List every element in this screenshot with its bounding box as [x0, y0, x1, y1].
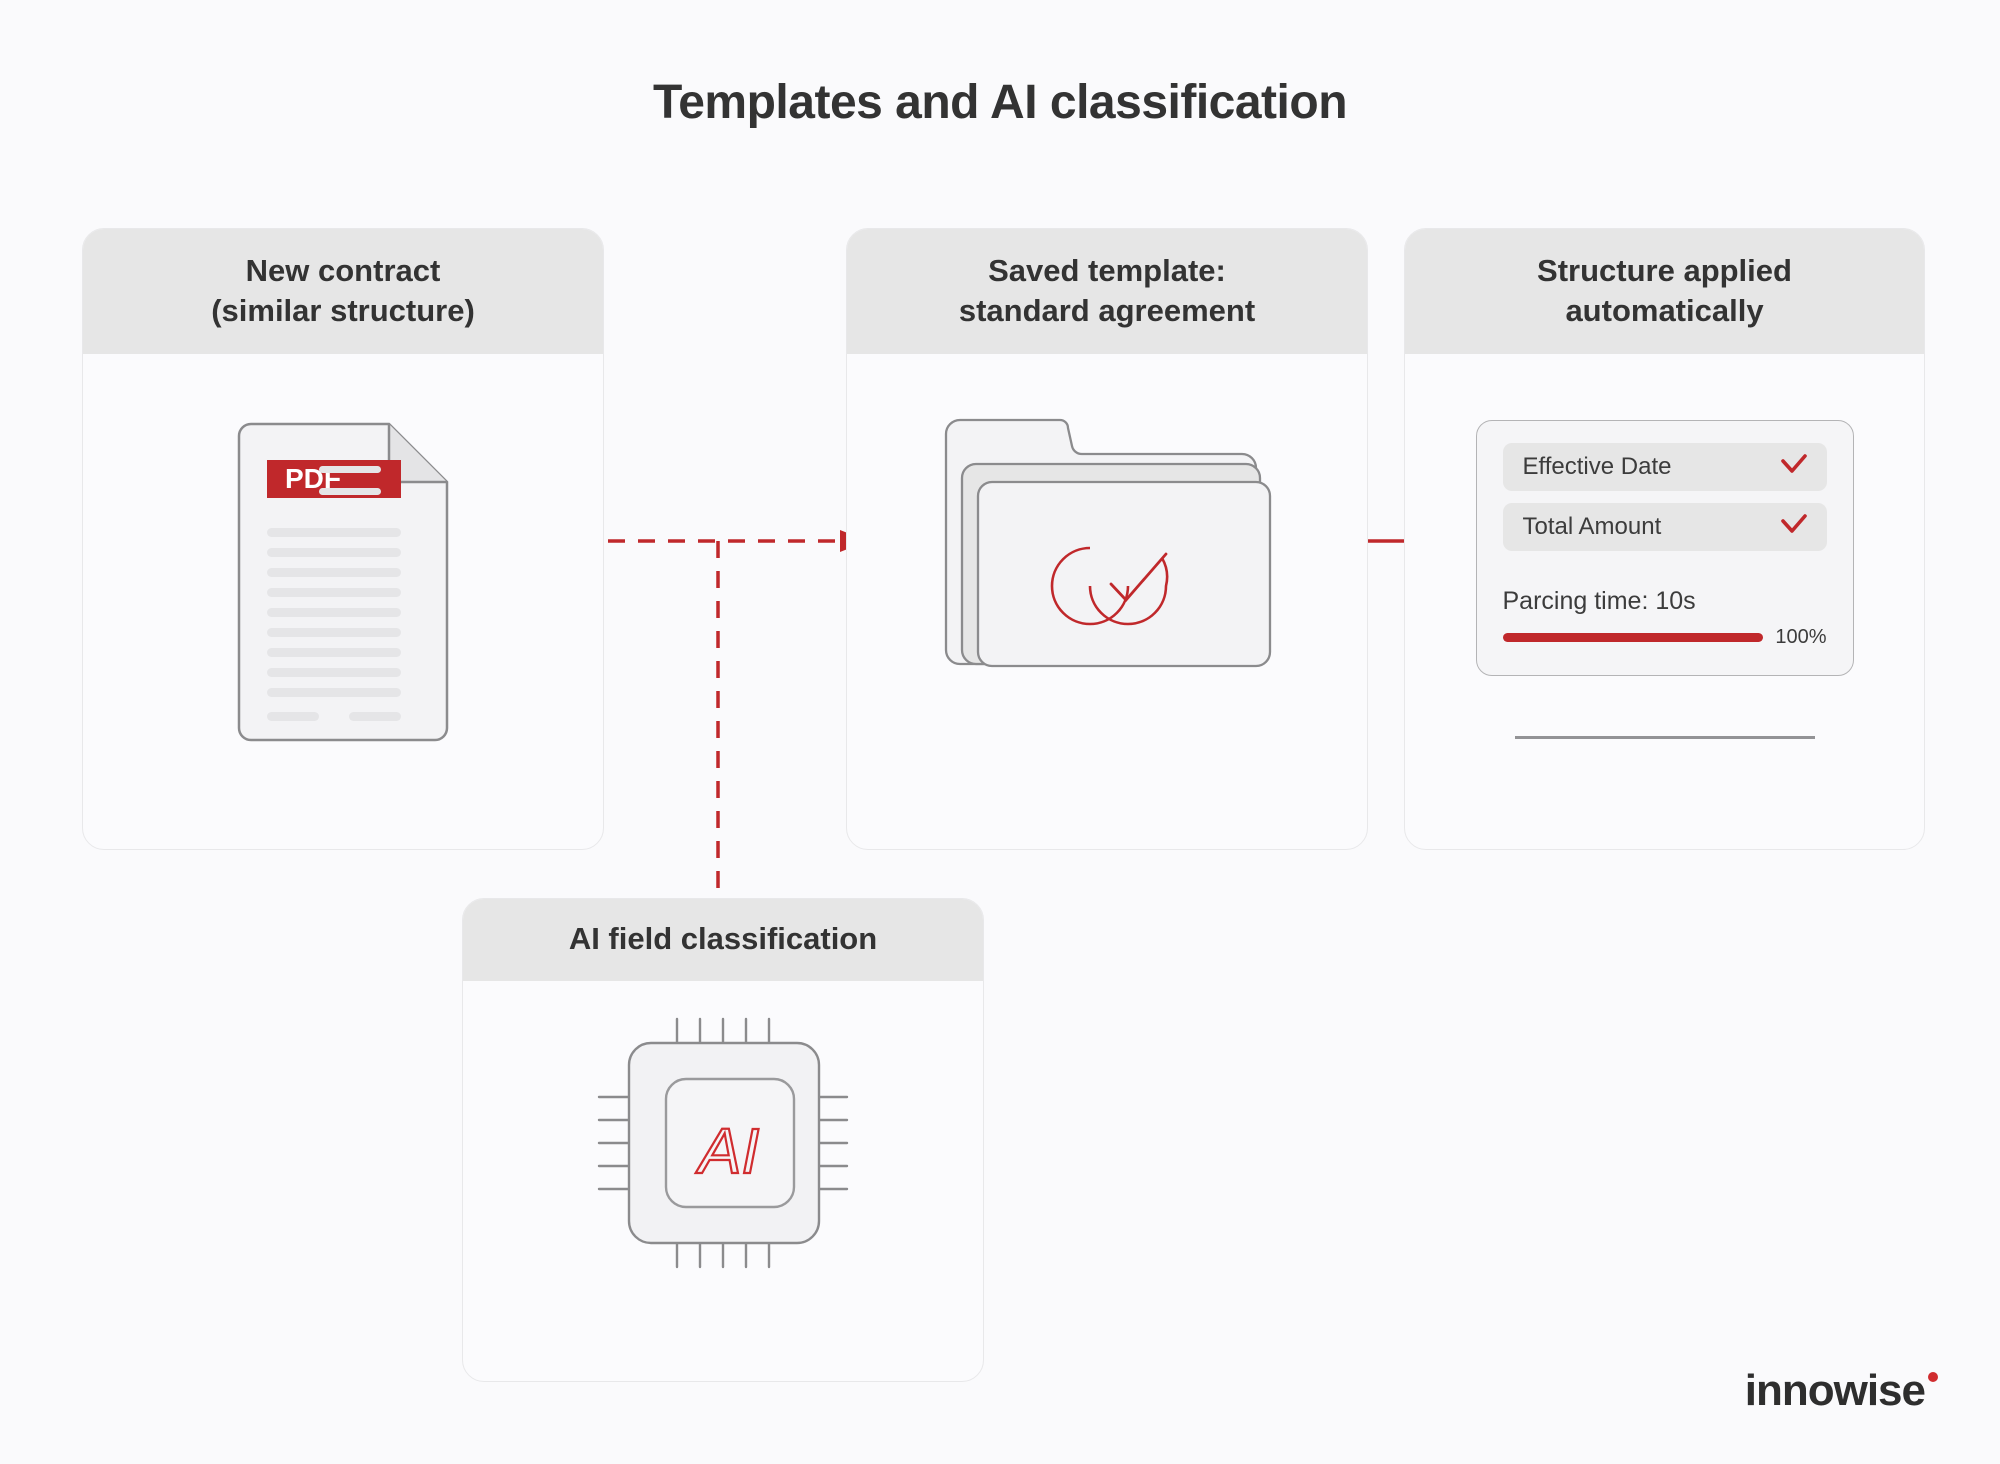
card-structure-applied-body: Effective Date Total Amount Parcing time…: [1405, 354, 1924, 849]
card-saved-template-header: Saved template: standard agreement: [847, 229, 1367, 355]
card-ai-field-classification-body: AI: [463, 981, 983, 1381]
card-new-contract-header: New contract (similar structure): [83, 229, 603, 355]
field-row-effective-date[interactable]: Effective Date: [1502, 443, 1827, 492]
parcing-time-label: Parcing time: 10s: [1502, 587, 1696, 616]
card-new-contract-body: PDF: [83, 354, 603, 849]
card-ai-field-classification[interactable]: AI field classification: [462, 898, 984, 1382]
card-new-contract[interactable]: New contract (similar structure) PDF: [82, 228, 604, 850]
card-structure-applied-header: Structure applied automatically: [1405, 229, 1924, 355]
page-title: Templates and AI classification: [652, 76, 1348, 129]
cpu-chip-icon: AI: [593, 1013, 853, 1278]
progress-percent-label: 100%: [1775, 626, 1827, 649]
card-saved-template[interactable]: Saved template: standard agreement: [846, 228, 1368, 850]
innowise-logo: innowise: [1745, 1366, 1938, 1416]
innowise-logo-dot: [1928, 1372, 1938, 1382]
structure-fields-panel: Effective Date Total Amount Parcing time…: [1475, 420, 1854, 677]
card-saved-template-body: [847, 354, 1367, 849]
parcing-progress: 100%: [1502, 626, 1827, 649]
card-ai-field-classification-header: AI field classification: [463, 899, 983, 981]
field-label-total-amount: Total Amount: [1522, 513, 1662, 541]
card-structure-applied[interactable]: Structure applied automatically Effectiv…: [1404, 228, 1925, 850]
pdf-document-icon: PDF: [231, 422, 455, 747]
field-row-total-amount[interactable]: Total Amount: [1502, 503, 1827, 552]
innowise-logo-text: innowise: [1744, 1366, 1926, 1415]
progress-track: [1502, 633, 1764, 643]
check-icon: [1779, 513, 1809, 542]
structure-divider: [1514, 736, 1815, 739]
svg-text:AI: AI: [695, 1115, 760, 1187]
progress-fill: [1502, 633, 1764, 643]
field-label-effective-date: Effective Date: [1522, 453, 1672, 481]
check-icon: [1779, 453, 1809, 482]
folder-stack-check-icon: [942, 412, 1272, 677]
